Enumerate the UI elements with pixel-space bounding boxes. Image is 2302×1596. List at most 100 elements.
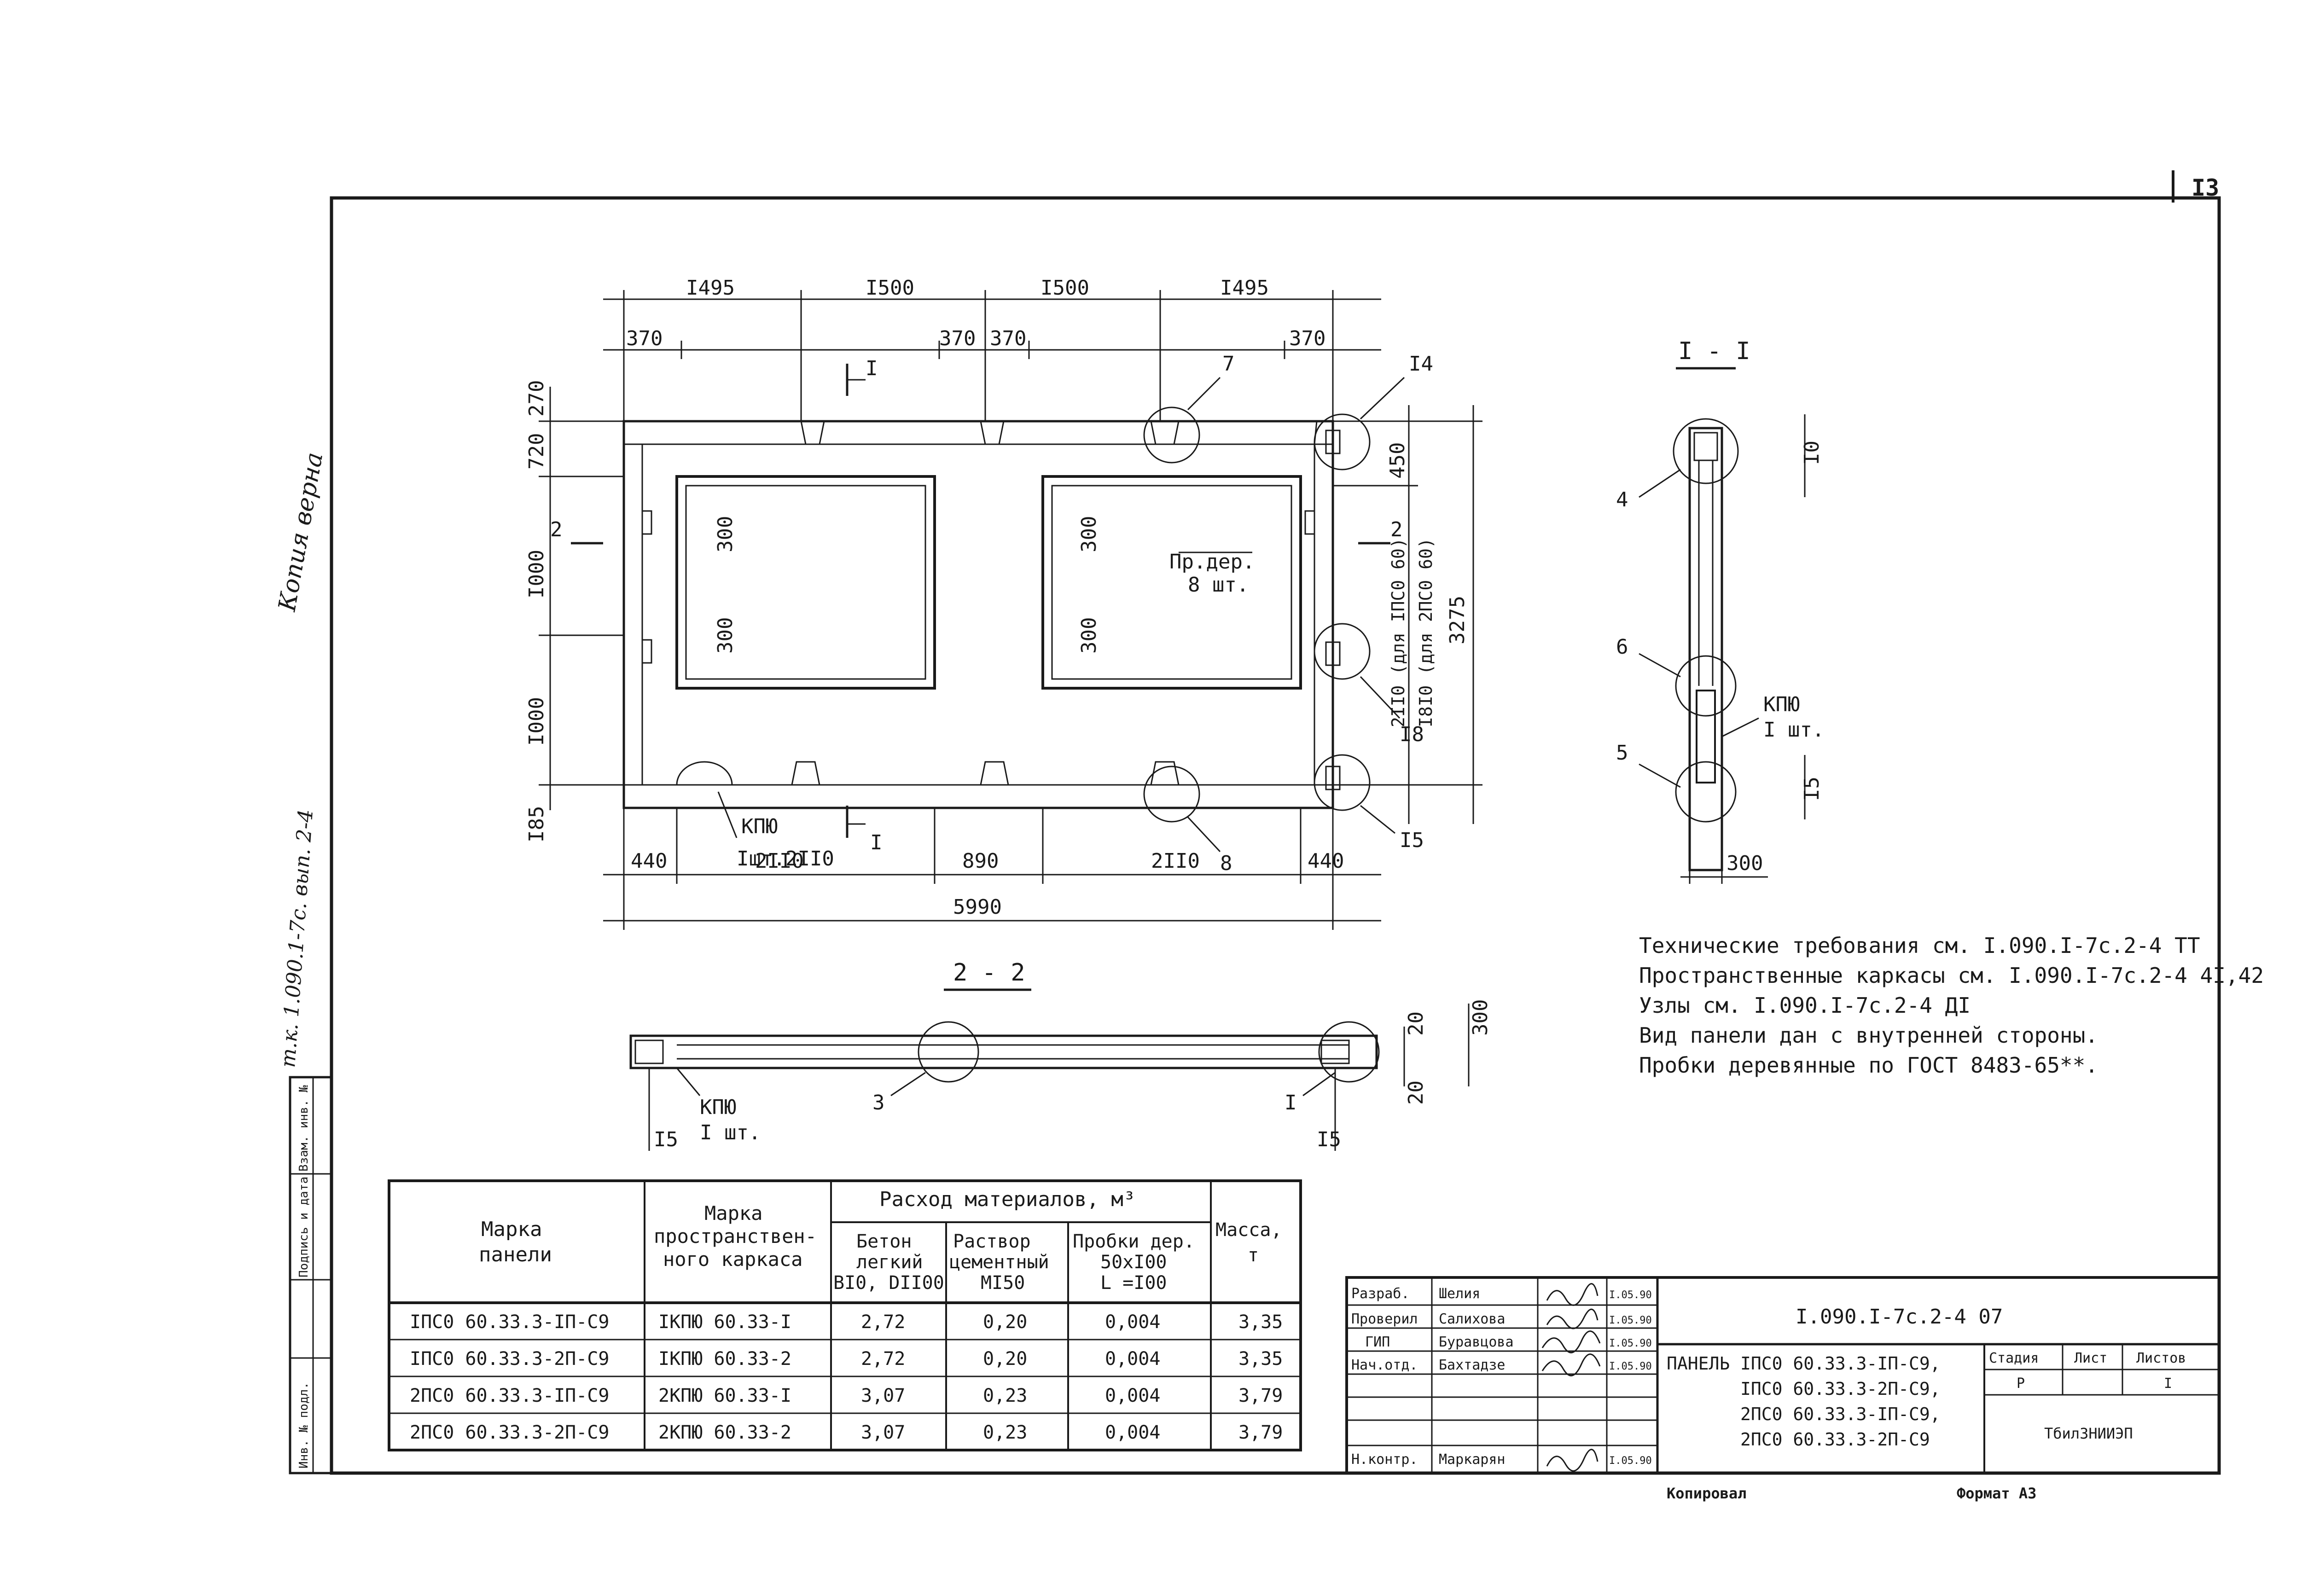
section-1-1-dim-300: 300 bbox=[1726, 852, 1763, 875]
row-3-concrete: 3,07 bbox=[861, 1385, 905, 1406]
sig-name-4: Бахтадзе bbox=[1439, 1357, 1506, 1373]
sig-name-2: Салихова bbox=[1439, 1311, 1506, 1327]
row-2-mortar: 0,20 bbox=[983, 1348, 1027, 1370]
panel-name-3: 2ПС0 60.33.3-IП-С9, bbox=[1740, 1404, 1941, 1424]
section-mark-2-right: 2 bbox=[1390, 518, 1403, 541]
sig-name-1: Шелия bbox=[1439, 1286, 1480, 1302]
th-plugs-2: 50хI00 bbox=[1100, 1252, 1167, 1273]
th-mass-1: Масса, bbox=[1215, 1219, 1282, 1241]
side-note-ref: т.к. 1.090.1-7с. вып. 2-4 bbox=[276, 809, 318, 1068]
row-4-frame: 2КПЮ 60.33-2 bbox=[658, 1422, 791, 1443]
section-1-1-title: I - I bbox=[1678, 337, 1750, 365]
section-2-2-label-3: 3 bbox=[872, 1091, 885, 1114]
note-kpu-2: Iшт.2II0 bbox=[737, 847, 834, 871]
section-1-1-label-4: 4 bbox=[1616, 488, 1628, 511]
row-1-frame: IКПЮ 60.33-I bbox=[658, 1312, 791, 1333]
row-4-panel: 2ПС0 60.33.3-2П-С9 bbox=[410, 1422, 609, 1443]
title-block bbox=[1345, 1276, 2221, 1474]
th-frame-2: пространствен- bbox=[654, 1225, 817, 1248]
sig-date-1: I.05.90 bbox=[1609, 1289, 1652, 1301]
copied-label: Копировал bbox=[1667, 1485, 1746, 1502]
row-1-panel: IПС0 60.33.3-IП-С9 bbox=[410, 1312, 609, 1333]
opening-dim-3: 300 bbox=[1077, 516, 1101, 552]
th-concrete-1: Бетон bbox=[856, 1231, 912, 1252]
top-dim-2: I500 bbox=[866, 276, 914, 300]
row-4-concrete: 3,07 bbox=[861, 1422, 905, 1443]
th-plugs-1: Пробки дер. bbox=[1073, 1231, 1195, 1252]
th-mortar-1: Раствор bbox=[953, 1231, 1031, 1252]
top-offset-1: 370 bbox=[626, 327, 663, 350]
row-2-plugs: 0,004 bbox=[1105, 1348, 1160, 1370]
left-dim-3: I000 bbox=[525, 550, 548, 598]
right-dim-3: I8I0 (для 2ПС0 60) bbox=[1416, 538, 1436, 727]
sig-role-4: Нач.отд. bbox=[1351, 1357, 1418, 1373]
th-materials: Расход материалов, м³ bbox=[879, 1188, 1135, 1211]
row-4-mass: 3,79 bbox=[1238, 1422, 1283, 1443]
stage-header: Стадия bbox=[1989, 1350, 2039, 1366]
sig-role-1: Разраб. bbox=[1351, 1286, 1409, 1302]
section-1-1-label-5: 5 bbox=[1616, 741, 1628, 765]
bottom-dim-2: 2II0 bbox=[755, 849, 804, 873]
th-concrete-2: легкий bbox=[856, 1252, 923, 1273]
sheet-header: Лист bbox=[2074, 1350, 2107, 1366]
section-2-2-dim-300: 300 bbox=[1469, 999, 1492, 1036]
node-label-18: I8 bbox=[1400, 723, 1424, 746]
signature-scribbles bbox=[1541, 1283, 1601, 1472]
opening-dim-1: 300 bbox=[714, 516, 737, 552]
plan-dimension-texts: I495 I500 I500 I495 370 370 370 370 270 … bbox=[525, 276, 1469, 919]
section-mark-2-left: 2 bbox=[550, 518, 563, 541]
side-note-copy: Копия верна bbox=[273, 450, 329, 614]
note-1: Технические требования см. I.090.I-7с.2-… bbox=[1639, 933, 2200, 958]
left-dim-5: I85 bbox=[525, 806, 548, 842]
sig-date-3: I.05.90 bbox=[1609, 1338, 1652, 1349]
strip-label-sign: Подпись и дата bbox=[297, 1177, 311, 1277]
section-mark-top: I bbox=[866, 357, 878, 380]
bottom-dim-3: 890 bbox=[962, 849, 999, 873]
section-2-2-title: 2 - 2 bbox=[953, 959, 1025, 987]
bottom-dim-1: 440 bbox=[631, 849, 667, 873]
section-1-1 bbox=[1639, 367, 1806, 884]
section-2-2 bbox=[629, 988, 1470, 1151]
th-concrete-3: BI0, DII00 bbox=[833, 1272, 944, 1294]
section-2-2-texts: 2 - 2 3 I 20 300 20 I5 I5 КПЮ I шт. bbox=[654, 959, 1492, 1151]
row-2-concrete: 2,72 bbox=[861, 1348, 905, 1370]
row-2-frame: IКПЮ 60.33-2 bbox=[658, 1348, 791, 1370]
row-3-mass: 3,79 bbox=[1238, 1385, 1283, 1406]
name-prefix: ПАНЕЛЬ bbox=[1667, 1353, 1730, 1374]
sig-date-2: I.05.90 bbox=[1609, 1315, 1652, 1326]
sheets-value: I bbox=[2164, 1375, 2172, 1392]
section-2-2-note-2: I шт. bbox=[700, 1121, 761, 1144]
note-plugs-1: Пр.дер. bbox=[1169, 550, 1255, 574]
left-dim-4: I000 bbox=[525, 697, 548, 746]
sig-date-4: I.05.90 bbox=[1609, 1361, 1652, 1372]
row-1-plugs: 0,004 bbox=[1105, 1312, 1160, 1333]
note-plugs-2: 8 шт. bbox=[1188, 573, 1249, 597]
panel-name-4: 2ПС0 60.33.3-2П-С9 bbox=[1740, 1429, 1930, 1450]
row-3-mortar: 0,23 bbox=[983, 1385, 1027, 1406]
strip-label-replace: Взам. инв. № bbox=[297, 1085, 311, 1172]
window-opening-right bbox=[1041, 475, 1302, 690]
row-1-concrete: 2,72 bbox=[861, 1312, 905, 1333]
top-offset-3: 370 bbox=[990, 327, 1026, 350]
left-dim-2: 720 bbox=[525, 433, 548, 470]
section-1-1-label-6: 6 bbox=[1616, 635, 1628, 659]
panel-plan bbox=[622, 406, 1371, 823]
section-2-2-note-1: КПЮ bbox=[700, 1096, 736, 1119]
section-1-1-dim-15: I5 bbox=[1800, 777, 1824, 801]
note-5: Пробки деревянные по ГОСТ 8483-65**. bbox=[1639, 1053, 2098, 1078]
stage-value: Р bbox=[2017, 1375, 2025, 1392]
row-4-plugs: 0,004 bbox=[1105, 1422, 1160, 1443]
materials-table bbox=[388, 1179, 1302, 1451]
sheet-frame bbox=[289, 170, 2221, 1475]
title-block-texts: Разраб. Шелия I.05.90 Проверил Салихова … bbox=[1351, 1286, 2186, 1468]
opening-dim-4: 300 bbox=[1077, 617, 1101, 654]
row-1-mass: 3,35 bbox=[1238, 1312, 1283, 1333]
window-opening-left bbox=[675, 475, 936, 690]
plan-dimension-lines bbox=[539, 290, 1482, 930]
row-2-mass: 3,35 bbox=[1238, 1348, 1283, 1370]
th-mortar-3: МI50 bbox=[981, 1272, 1025, 1294]
right-dim-2: 2II0 (для IПС0 60) bbox=[1388, 538, 1408, 727]
section-1-1-note-1: КПЮ bbox=[1763, 693, 1800, 716]
sig-role-7: Н.контр. bbox=[1351, 1451, 1418, 1468]
